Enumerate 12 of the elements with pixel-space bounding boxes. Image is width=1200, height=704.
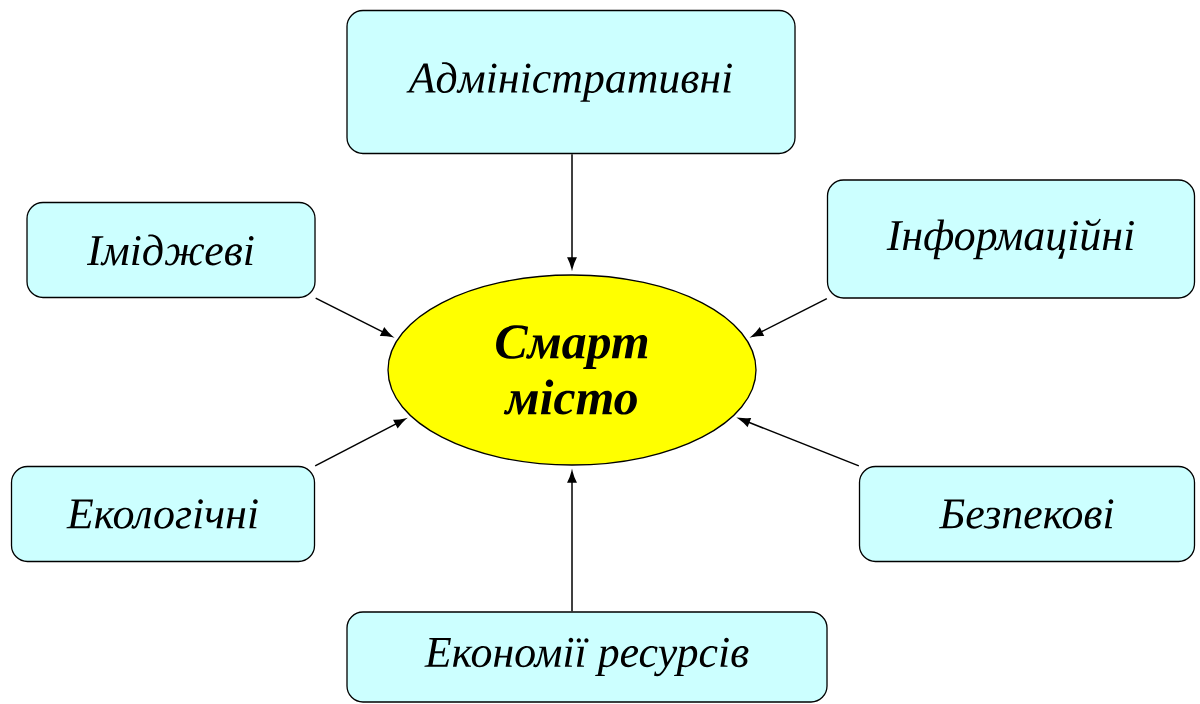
arrow [314,297,393,338]
category-box: Адміністративні [346,9,796,155]
category-box: Економії ресурсів [346,611,828,703]
category-box: Іміджеві [26,201,316,299]
arrow [314,418,406,467]
category-box: Безпекові [858,465,1196,563]
arrow [567,471,577,613]
arrow [751,297,828,338]
arrow [567,153,577,269]
category-box: Інформаційні [826,179,1196,299]
category-box: Екологічні [10,465,316,563]
arrow [738,417,860,467]
